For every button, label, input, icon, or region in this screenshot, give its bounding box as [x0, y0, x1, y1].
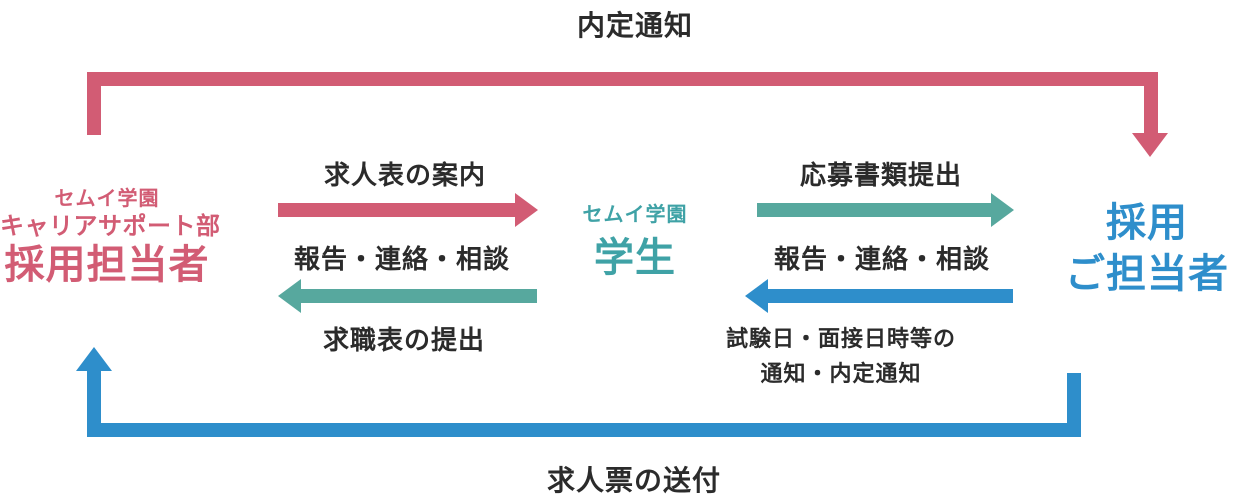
top-flow-arrow-end-segment [1144, 72, 1158, 134]
school-student-leftward-label: 求職表の提出 [322, 325, 485, 355]
student-company-leftward-label-line2: 通知・内定通知 [760, 361, 922, 386]
party-company-name-line2: ご担当者 [1065, 252, 1229, 296]
party-student-name: 学生 [594, 236, 676, 280]
school-student-rightward-arrow-line [278, 203, 516, 217]
student-company-rightward-arrow-line [757, 203, 992, 217]
student-company-leftward-label-line1: 試験日・面接日時等の [725, 326, 956, 351]
school-student-leftward-arrow-line [300, 289, 537, 303]
bottom-flow-arrowhead-up-icon [76, 347, 112, 371]
party-school-staff-name: 採用担当者 [4, 243, 210, 287]
top-flow-arrow-start-segment [87, 72, 101, 135]
party-student: セムイ学園 学生 [535, 202, 735, 281]
party-student-org: セムイ学園 [582, 204, 688, 226]
party-school-staff: セムイ学園 キャリアサポート部 採用担当者 [0, 186, 221, 288]
student-company-rightward-arrowhead-icon [991, 193, 1014, 227]
top-flow-label: 内定通知 [576, 10, 693, 41]
party-school-staff-dept: キャリアサポート部 [0, 213, 221, 240]
student-company-leftward-arrow-line [767, 289, 1013, 303]
student-company-leftward-label: 試験日・面接日時等の 通知・内定通知 [711, 321, 971, 391]
school-student-leftward-arrowhead-icon [278, 279, 301, 313]
party-company: 採用 ご担当者 [1047, 198, 1236, 300]
school-student-rightward-arrowhead-icon [515, 193, 538, 227]
student-company-rightward-label: 応募書類提出 [799, 160, 962, 190]
bottom-flow-arrow-start-segment [1067, 373, 1081, 437]
top-flow-arrow-horizontal-line [87, 72, 1158, 86]
bottom-flow-arrow-end-segment [87, 371, 101, 437]
party-school-staff-org: セムイ学園 [54, 188, 160, 210]
bottom-flow-arrow-horizontal-line [87, 423, 1081, 437]
bottom-flow-label: 求人票の送付 [546, 465, 721, 496]
student-company-leftward-arrowhead-icon [745, 279, 768, 313]
school-student-center-label: 報告・連絡・相談 [293, 244, 510, 274]
student-company-center-label: 報告・連絡・相談 [773, 244, 990, 274]
school-student-rightward-label: 求人表の案内 [323, 160, 486, 190]
top-flow-arrowhead-down-icon [1132, 133, 1168, 157]
party-company-name-line1: 採用 [1106, 201, 1188, 245]
